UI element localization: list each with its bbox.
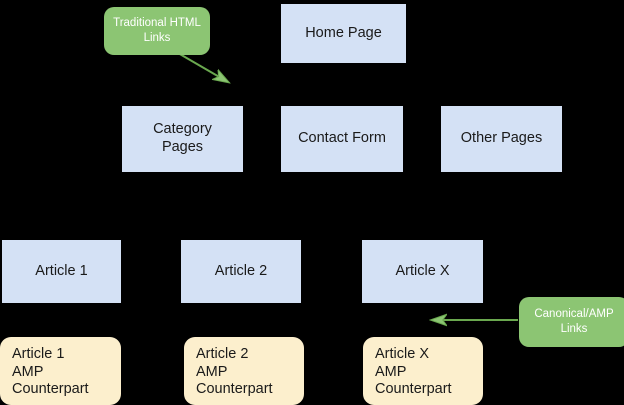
node-contact-form[interactable]: Contact Form bbox=[281, 106, 403, 172]
callout-canonical-amp-links-label: Canonical/AMP Links bbox=[534, 308, 614, 335]
callout-traditional-html-links[interactable]: Traditional HTML Links bbox=[104, 7, 210, 55]
node-article-x-label: Article X bbox=[395, 262, 450, 279]
node-article-x[interactable]: Article X bbox=[362, 240, 483, 303]
node-category-pages-label: Category Pages bbox=[153, 121, 212, 155]
node-category-pages[interactable]: Category Pages bbox=[122, 106, 243, 172]
node-article-2[interactable]: Article 2 bbox=[181, 240, 301, 303]
callout-canonical-amp-links[interactable]: Canonical/AMP Links bbox=[519, 297, 624, 347]
node-other-pages[interactable]: Other Pages bbox=[441, 106, 562, 172]
node-article-2-label: Article 2 bbox=[214, 262, 268, 279]
node-article-1-label: Article 1 bbox=[35, 262, 88, 279]
node-contact-form-label: Contact Form bbox=[298, 130, 386, 147]
edge-traditional-html-links bbox=[177, 52, 228, 82]
node-other-pages-label: Other Pages bbox=[460, 130, 543, 147]
node-home-page-label: Home Page bbox=[305, 24, 382, 41]
node-article-2-amp-counterpart-label: Article 2 AMP Counterpart bbox=[196, 346, 273, 398]
node-article-x-amp-counterpart[interactable]: Article X AMP Counterpart bbox=[363, 337, 483, 405]
node-home-page[interactable]: Home Page bbox=[281, 4, 406, 63]
node-article-2-amp-counterpart[interactable]: Article 2 AMP Counterpart bbox=[184, 337, 304, 405]
callout-traditional-html-links-label: Traditional HTML Links bbox=[113, 17, 201, 44]
node-article-1-amp-counterpart-label: Article 1 AMP Counterpart bbox=[12, 346, 89, 398]
node-article-1[interactable]: Article 1 bbox=[2, 240, 121, 303]
node-article-x-amp-counterpart-label: Article X AMP Counterpart bbox=[375, 346, 452, 398]
node-article-1-amp-counterpart[interactable]: Article 1 AMP Counterpart bbox=[0, 337, 121, 405]
